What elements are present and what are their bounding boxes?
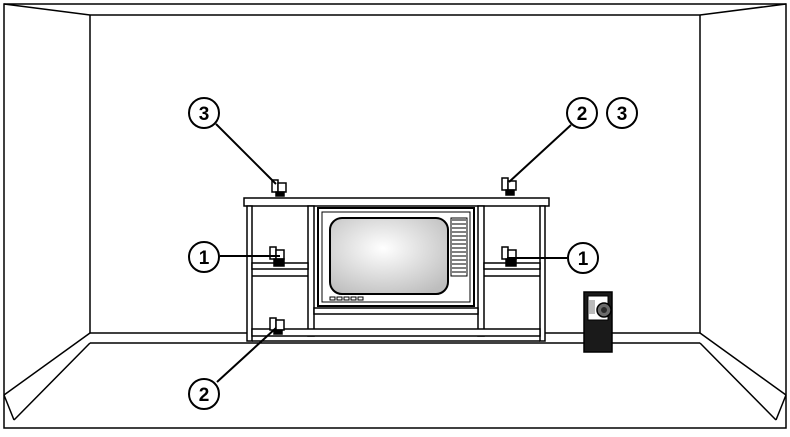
speaker-icon [501,246,517,267]
outer-frame [3,3,787,429]
cabinet-left-post-inner [307,205,315,337]
corner-top-left [3,3,91,16]
left-baseboard-cap [3,394,15,421]
speaker-icon [269,246,285,267]
left-baseboard-lower [13,342,91,421]
cabinet-top [243,197,550,207]
callout-label: 2 [199,385,210,406]
speaker-icon [269,317,285,335]
leader-lines [215,123,572,383]
callout-label: 3 [617,104,628,125]
leader-top-right [508,124,572,183]
cabinet-right-post-inner [477,205,485,337]
cabinet-right-post-outer [539,205,546,342]
callout-label: 2 [577,104,588,125]
callout-label: 3 [199,104,210,125]
cabinet-base-shelf [251,328,541,337]
tv-bezel [321,211,471,303]
corner-top-right [699,3,787,16]
leader-bottom-left [216,327,277,383]
middle-right-callout: 1 [567,242,599,274]
callout-label: 1 [578,249,589,270]
right-baseboard-lower [699,342,777,421]
speaker-icon [501,177,517,196]
cabinet-center-shelf [313,307,479,315]
speakers [269,177,517,335]
tv-buttons [329,296,364,301]
speaker-icon [271,179,287,197]
bottom-left-callout: 2 [188,378,220,410]
left-baseboard-upper [3,332,91,396]
leader-top-left [215,123,277,185]
callouts: 3 2 3 1 1 2 [188,97,638,410]
right-baseboard-upper [699,332,787,396]
middle-left-callout: 1 [188,241,220,273]
right-baseboard-cap [775,394,787,421]
tv-grille [450,217,468,277]
callout-label: 1 [199,248,210,269]
room-walls [3,3,787,429]
top-right-callout: 2 3 [566,97,638,129]
cabinet-left-post-outer [246,205,253,342]
tv-screen [329,217,449,295]
subwoofer-icon [583,291,613,353]
top-left-callout: 3 [188,97,220,129]
television [317,207,475,307]
